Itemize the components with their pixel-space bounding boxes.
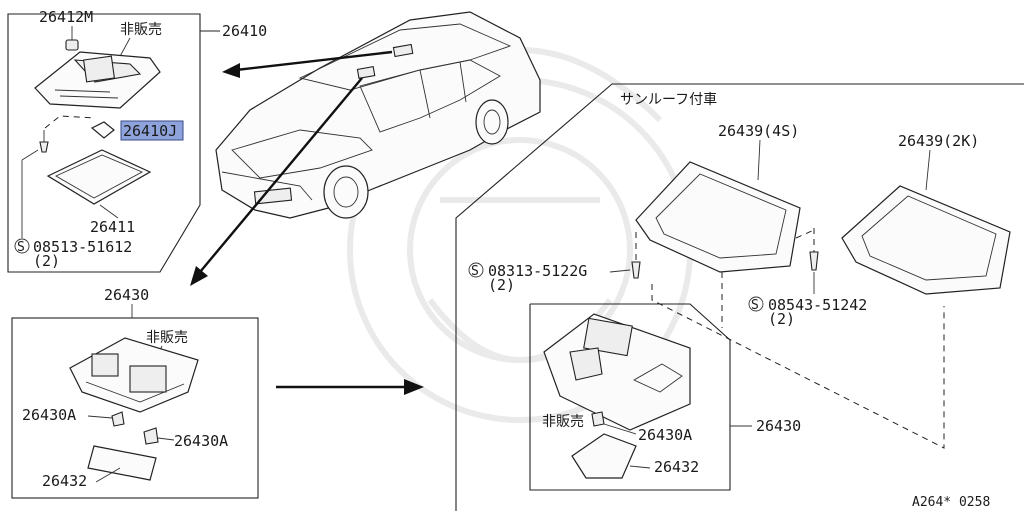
car-windows bbox=[359, 59, 501, 133]
label-26430A-left: 26430A bbox=[22, 406, 76, 424]
inner-panel-frame bbox=[529, 303, 731, 491]
label-26410J[interactable]: 26410J bbox=[123, 122, 177, 140]
label-not-for-sale-3: 非販売 bbox=[542, 414, 584, 430]
s-symbol-1 bbox=[14, 238, 30, 254]
label-26411: 26411 bbox=[90, 218, 135, 236]
label-not-for-sale-2: 非販売 bbox=[146, 330, 188, 346]
svg-text:S: S bbox=[751, 298, 759, 313]
label-08543-51242: 08543-51242 bbox=[768, 296, 867, 314]
panel-map-lamp: 26410 26412M 非販売 26410J 26411 S 08513-51… bbox=[7, 8, 267, 273]
reference-code: A264* 0258 bbox=[912, 495, 990, 510]
car-hood bbox=[231, 129, 373, 179]
label-26439-2K: 26439(2K) bbox=[898, 132, 979, 150]
arrow-head-1 bbox=[222, 63, 240, 78]
label-08543-qty: (2) bbox=[768, 310, 795, 328]
label-sunroof: サンルーフ付車 bbox=[620, 91, 717, 108]
lens-26411 bbox=[46, 149, 152, 205]
svg-text:S: S bbox=[471, 264, 479, 279]
clip-26412M bbox=[65, 39, 79, 51]
lens-26432-left bbox=[87, 445, 157, 481]
highlight-26410J[interactable] bbox=[120, 120, 184, 141]
label-26412M: 26412M bbox=[39, 8, 93, 26]
room-lamp-marker bbox=[356, 66, 376, 79]
label-26430-right: 26430 bbox=[756, 417, 801, 435]
label-26430A-right: 26430A bbox=[174, 432, 228, 450]
sunroof-frame bbox=[455, 83, 1024, 511]
s-symbol-2 bbox=[468, 262, 484, 278]
arrow-head-2 bbox=[190, 266, 208, 286]
panel-frame-top-left bbox=[7, 13, 201, 273]
bracket-26439-2K bbox=[841, 185, 1011, 295]
car-roof bbox=[298, 23, 512, 91]
label-26432-left: 26432 bbox=[42, 472, 87, 490]
sunroof-region: サンルーフ付車 26439(4S) 26439(2K) S 08313-5122… bbox=[455, 83, 1024, 511]
label-08313-qty: (2) bbox=[488, 276, 515, 294]
screw-08313-icon bbox=[631, 261, 641, 279]
label-26432-right: 26432 bbox=[654, 458, 699, 476]
label-26430A-right-panel: 26430A bbox=[638, 426, 692, 444]
roof-lamp-marker bbox=[392, 43, 414, 58]
label-26410: 26410 bbox=[222, 22, 267, 40]
bulb-left-icon bbox=[111, 411, 125, 427]
rear-wheel bbox=[475, 99, 509, 145]
lens-26432-right bbox=[571, 433, 637, 479]
panel-room-lamp: 26430 非販売 26430A 26430A 26432 bbox=[11, 286, 259, 499]
s-symbol-3 bbox=[748, 296, 764, 312]
label-26439-4S: 26439(4S) bbox=[718, 122, 799, 140]
pointer-arrows bbox=[190, 50, 424, 395]
svg-text:S: S bbox=[17, 240, 25, 255]
room-lamp-housing-right bbox=[543, 313, 691, 431]
label-26430-top: 26430 bbox=[104, 286, 149, 304]
screw-icon bbox=[39, 141, 49, 153]
label-08513-51612: 08513-51612 bbox=[33, 238, 132, 256]
bulb-icon bbox=[90, 121, 115, 139]
bracket-26439-4S bbox=[635, 161, 801, 273]
panel-frame-bottom-left bbox=[11, 317, 259, 499]
label-08513-qty: (2) bbox=[33, 252, 60, 270]
screw-08543-icon bbox=[809, 251, 819, 271]
car-grille bbox=[253, 187, 293, 205]
front-wheel bbox=[323, 165, 369, 219]
bulb-26430A-icon bbox=[591, 411, 605, 427]
label-08313-5122G: 08313-5122G bbox=[488, 262, 587, 280]
vehicle-sedan bbox=[215, 11, 541, 219]
bulb-right-icon bbox=[143, 427, 159, 445]
arrow-head-3 bbox=[404, 379, 424, 395]
label-not-for-sale-1: 非販売 bbox=[120, 22, 162, 38]
